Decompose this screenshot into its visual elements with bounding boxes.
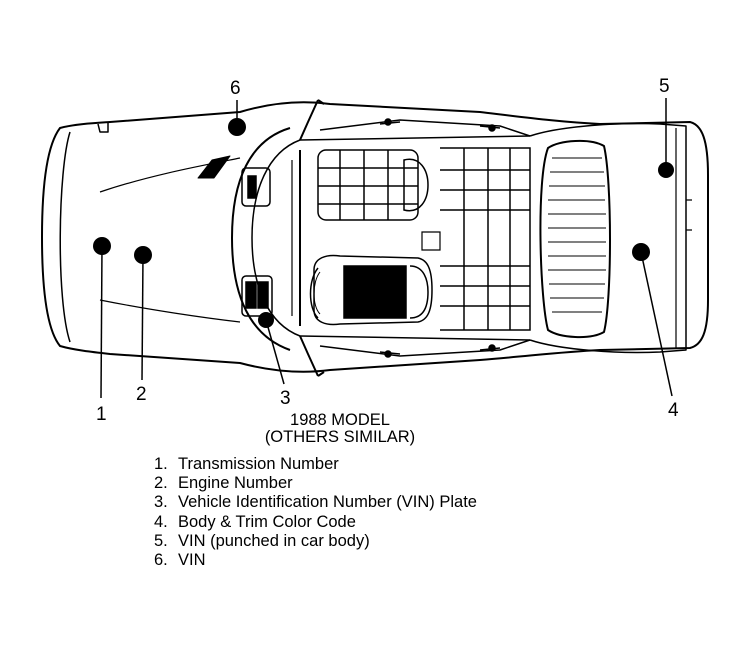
legend-number: 2. xyxy=(154,474,168,493)
car-body xyxy=(41,99,709,377)
legend-text: VIN (punched in car body) xyxy=(178,531,370,550)
legend-item: 2. Engine Number xyxy=(154,474,477,493)
legend-number: 1. xyxy=(154,455,168,473)
legend-number: 6. xyxy=(154,551,168,570)
legend-item: 6. VIN xyxy=(154,551,477,570)
callout-1: 1 xyxy=(96,404,107,425)
diagram-caption: 1988 MODEL (OTHERS SIMILAR) xyxy=(250,412,430,446)
legend-text: Vehicle Identification Number (VIN) Plat… xyxy=(178,493,477,512)
legend-text: VIN xyxy=(178,551,206,570)
legend-text: Engine Number xyxy=(178,474,293,493)
callout-6: 6 xyxy=(230,78,241,99)
leader-lines xyxy=(100,98,673,399)
callout-4: 4 xyxy=(668,400,679,421)
legend-text: Transmission Number xyxy=(178,455,339,473)
callout-5: 5 xyxy=(659,76,670,97)
caption-similar-line: (OTHERS SIMILAR) xyxy=(264,428,416,446)
legend-text: Body & Trim Color Code xyxy=(178,512,356,531)
callout-numbers: 1 2 3 4 5 6 xyxy=(96,76,679,425)
rear-window-hatching xyxy=(548,157,606,313)
legend-item: 3. Vehicle Identification Number (VIN) Pl… xyxy=(154,493,477,512)
legend-list: 1. Transmission Number 2. Engine Number 3.… xyxy=(154,455,477,570)
legend-item: 5. VIN (punched in car body) xyxy=(154,532,477,551)
callout-2: 2 xyxy=(136,384,147,405)
caption-model-line: 1988 MODEL xyxy=(290,411,390,429)
legend-number: 4. xyxy=(154,512,168,531)
legend-number: 3. xyxy=(154,493,168,512)
interior xyxy=(241,118,531,358)
legend-item: 1. Transmission Number xyxy=(154,455,477,474)
callout-3: 3 xyxy=(280,388,291,409)
legend-item: 4. Body & Trim Color Code xyxy=(154,513,477,532)
legend-number: 5. xyxy=(154,531,168,550)
